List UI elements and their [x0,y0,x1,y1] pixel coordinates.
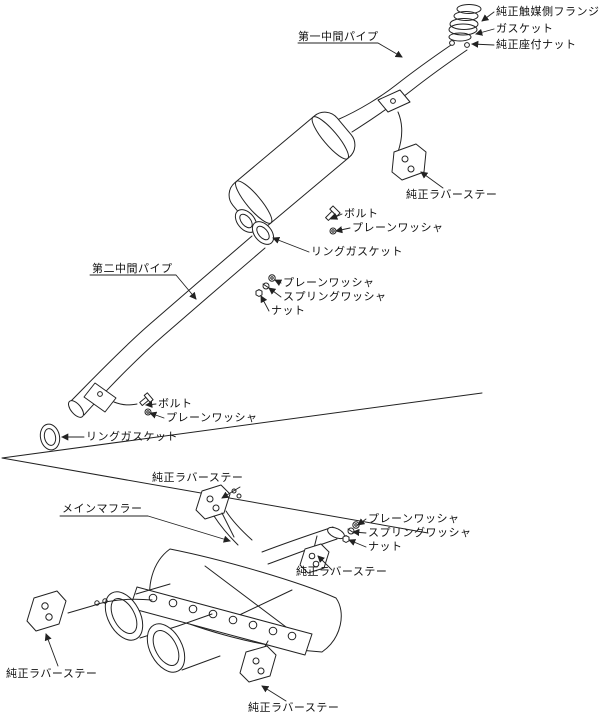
label-bolt-2: ボルト [158,398,193,410]
label-spring-washer-1: スプリングワッシャ [283,291,387,303]
label-ring-gasket-2: リングガスケット [86,431,178,443]
leader-bolt-1 [330,213,343,220]
leader-catalyst-side-flange [481,11,495,22]
leader-rubber-stay-5 [261,685,287,702]
label-plain-washer-2: プレーンワッシャ [283,277,375,289]
fastener-set-2-drawing [342,521,360,543]
leader-gasket [475,28,495,36]
rubber-stay-5-drawing [239,640,277,683]
leader-plain-washer-4 [357,518,367,526]
label-nut-1: ナット [271,305,306,317]
leader-nut-2 [348,539,367,548]
rubber-stay-2-drawing [195,484,242,538]
label-main-muffler: メインマフラー [62,503,143,515]
label-ring-gasket-1: リングガスケット [311,246,403,258]
first-intermediate-pipe-drawing [336,44,468,153]
label-nut-2: ナット [368,541,403,553]
label-rubber-stay-1: 純正ラバーステー [406,189,498,201]
bolt-1-drawing [325,205,341,235]
label-rubber-stay-2: 純正ラバーステー [152,472,244,484]
leader-rubber-stay-2 [221,486,241,499]
leader-plain-washer-3 [149,411,165,419]
label-first-intermediate-pipe: 第一中間パイプ [298,31,379,43]
rubber-stay-4-drawing [26,590,153,632]
leader-ring-gasket-1 [272,236,310,253]
leader-main-muffler [59,515,231,543]
leader-rubber-stay-1 [420,171,444,189]
leader-nut-1 [260,295,270,312]
ring-gasket-2-drawing [39,423,61,451]
leader-lines [44,11,495,702]
rubber-stay-3-drawing [299,543,330,574]
rubber-stay-1-drawing [391,143,427,181]
muffler-tail-tips-drawing [104,583,221,673]
leader-rubber-stay-4 [44,633,59,667]
label-plain-washer-1: プレーンワッシャ [352,222,444,234]
middle-muffler-drawing [228,111,356,229]
label-second-intermediate-pipe: 第二中間パイプ [92,263,173,275]
leader-oem-seat-nut [471,40,495,48]
main-muffler-inlet-pipes-drawing [213,510,345,565]
label-spring-washer-2: スプリングワッシャ [368,527,472,539]
label-rubber-stay-3: 純正ラバーステー [296,566,388,578]
ring-gasket-1-drawing [234,209,275,245]
leader-rubber-stay-3 [317,555,333,571]
catalyst-flange-stack-drawing [448,4,482,48]
label-oem-seat-nut: 純正座付ナット [496,39,577,51]
label-catalyst-side-flange: 純正触媒側フランジ [496,6,600,18]
leader-spring-washer-1 [268,287,282,298]
main-muffler-drawing [129,548,342,656]
leader-bolt-2 [145,400,157,408]
label-plain-washer-4: プレーンワッシャ [368,513,460,525]
label-gasket: ガスケット [496,23,554,35]
leader-first-intermediate-pipe [297,42,403,58]
leader-spring-washer-2 [352,528,367,537]
label-plain-washer-3: プレーンワッシャ [166,412,258,424]
leader-plain-washer-2 [274,279,283,287]
section-divider-lines [1,392,483,534]
leader-second-intermediate-pipe [89,274,197,300]
leader-plain-washer-1 [335,226,351,234]
bolt-2-drawing [83,382,154,416]
label-rubber-stay-5: 純正ラバーステー [248,702,340,714]
fastener-set-1-drawing [255,274,276,297]
label-rubber-stay-4: 純正ラバーステー [6,668,98,680]
label-bolt-1: ボルト [344,208,379,220]
